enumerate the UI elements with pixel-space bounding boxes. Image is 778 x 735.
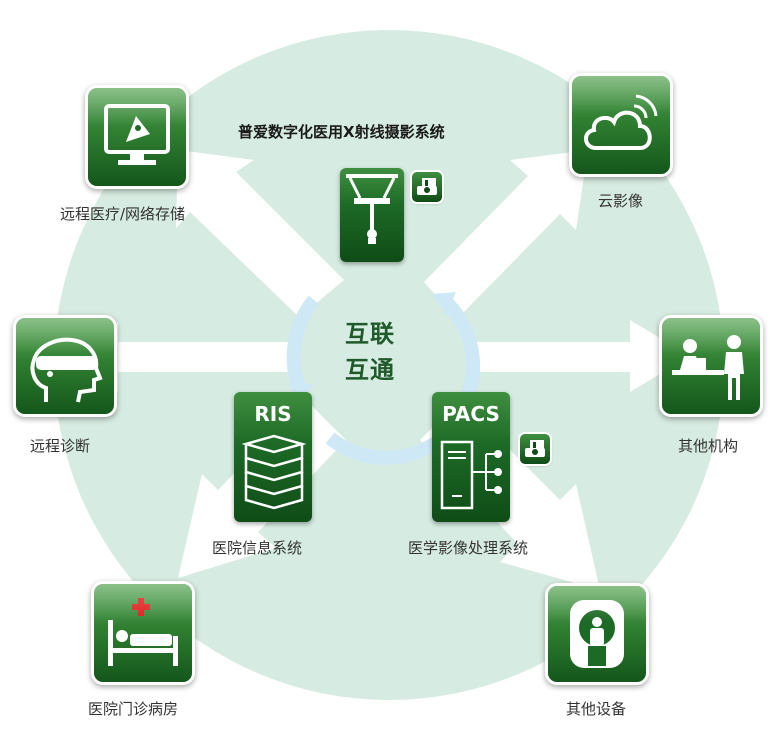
arrow-upper-left <box>176 150 344 318</box>
cloud-imaging-label: 云影像 <box>598 192 644 210</box>
xray-system-title: 普爱数字化医用X射线摄影系统 <box>238 123 445 141</box>
pacs-tile[interactable]: PACS <box>432 392 510 522</box>
other-equipment-label: 其他设备 <box>566 700 627 718</box>
software-icon <box>417 178 437 195</box>
ward-label: 医院门诊病房 <box>88 700 179 718</box>
remote-medical-tile[interactable] <box>88 88 186 186</box>
other-institutions-label: 其他机构 <box>678 437 739 455</box>
arrow-left <box>70 322 290 392</box>
ris-tile[interactable]: RIS <box>234 392 312 522</box>
other-equipment-tile[interactable] <box>548 586 646 682</box>
ct-scanner-icon <box>570 600 624 668</box>
xray-system-tile[interactable] <box>340 168 404 262</box>
pacs-heading: PACS <box>442 402 500 426</box>
center-text-line2: 互通 <box>345 356 395 384</box>
monitor-rocket-icon <box>104 104 170 165</box>
remote-medical-label: 远程医疗/网络存储 <box>60 205 186 223</box>
reception-desk-icon <box>672 335 744 400</box>
other-institutions-tile[interactable] <box>662 318 760 414</box>
vr-headset-icon <box>30 337 103 403</box>
server-stack-icon <box>241 434 307 510</box>
arrow-right <box>470 320 690 392</box>
cloud-signal-icon <box>584 94 658 150</box>
center-text-line1: 互联 <box>345 320 395 348</box>
tower-network-icon <box>440 440 502 510</box>
software-icon <box>525 440 545 457</box>
arrow-upper-right <box>424 150 588 318</box>
ris-label: 医院信息系统 <box>212 539 303 557</box>
remote-diagnosis-tile[interactable] <box>16 318 114 414</box>
pacs-badge <box>520 434 550 464</box>
ris-heading: RIS <box>254 402 292 426</box>
cycle-ring <box>286 295 481 465</box>
xray-machine-icon <box>346 174 398 244</box>
remote-diagnosis-label: 远程诊断 <box>30 437 91 455</box>
cloud-imaging-tile[interactable] <box>572 76 670 174</box>
pacs-label: 医学影像处理系统 <box>408 539 529 557</box>
hospital-bed-icon <box>108 598 178 666</box>
xray-badge <box>412 172 442 202</box>
ward-tile[interactable] <box>94 584 192 682</box>
